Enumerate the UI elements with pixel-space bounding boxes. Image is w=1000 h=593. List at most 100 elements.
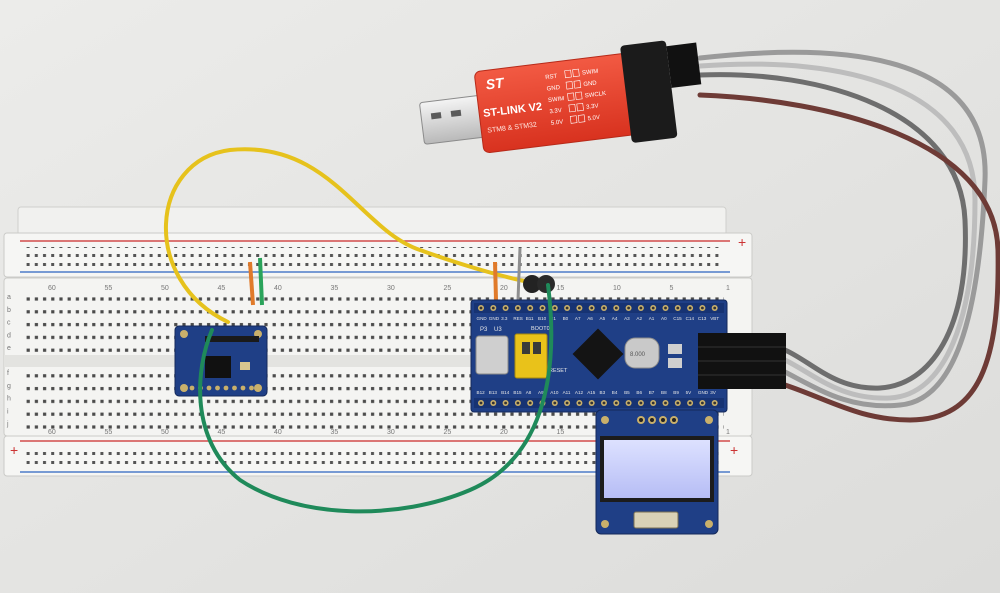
row-letter: e <box>7 345 11 352</box>
st-logo: ST <box>485 74 506 92</box>
mcu-bottom-pin-label: 5V <box>686 390 693 395</box>
column-number: 55 <box>105 285 113 292</box>
column-number: 60 <box>48 285 56 292</box>
row-letter: a <box>7 294 11 301</box>
row-letter: g <box>7 383 11 390</box>
mcu-bottom-pin-label: A10 <box>550 390 559 395</box>
column-number: 40 <box>274 285 282 292</box>
p3-label: P3 <box>480 327 488 333</box>
boot-jumper-block <box>514 333 548 379</box>
mcu-bottom-pin-label: GND <box>698 390 709 395</box>
mcu-bottom-pin-label: B15 <box>513 390 522 395</box>
row-letter: i <box>7 408 9 415</box>
column-number: 40 <box>274 429 282 436</box>
mcu-top-pin-label: GND <box>489 316 500 321</box>
idc-header <box>620 40 678 143</box>
mcu-top-pin-label: A1 <box>649 316 655 321</box>
column-number: 50 <box>161 285 169 292</box>
usb-connector <box>419 95 485 145</box>
stlink-pin-left: RST <box>545 74 558 81</box>
stlink-pin-left: 3.3V <box>549 108 562 115</box>
rail-plus-bottom-right: + <box>730 442 738 458</box>
u3-label: U3 <box>494 327 502 333</box>
mcu-bottom-pin-label: 3V <box>710 390 717 395</box>
stlink-cables <box>697 49 1000 423</box>
rail-plus-top: + <box>738 234 746 250</box>
column-number: 25 <box>444 285 452 292</box>
mcu-top-pin-label: 3.3 <box>501 316 508 321</box>
mcu-bottom-pin-label: A8 <box>526 390 532 395</box>
mcu-bottom-pin-label: B12 <box>477 390 486 395</box>
column-number: 30 <box>387 429 395 436</box>
imu-sensor-module <box>174 325 268 397</box>
wire-yellow <box>164 147 550 324</box>
mcu-bottom-pin-label: B5 <box>624 390 630 395</box>
mcu-top-pin-label: C15 <box>673 316 682 321</box>
crystal <box>624 337 660 369</box>
usb-c-port <box>475 335 509 375</box>
row-letter: d <box>7 332 11 339</box>
mcu-bottom-pin-label: B14 <box>501 390 510 395</box>
column-number: 45 <box>218 285 226 292</box>
mcu-bottom-pin-label: B9 <box>673 390 679 395</box>
mcu-bottom-pin-label: B6 <box>636 390 642 395</box>
column-number: 15 <box>557 285 565 292</box>
column-number: 35 <box>331 429 339 436</box>
mcu-top-pin-label: B1 <box>550 316 556 321</box>
column-number: 25 <box>444 429 452 436</box>
column-number: 20 <box>500 285 508 292</box>
column-number: 45 <box>218 429 226 436</box>
mcu-top-pin-label: A3 <box>624 316 630 321</box>
mcu-bottom-pin-label: B8 <box>661 390 667 395</box>
mcu-bottom-pin-label: A11 <box>563 390 571 395</box>
stlink-pin-left: SWIM <box>548 96 565 104</box>
oled-screen <box>604 440 710 498</box>
column-number: 10 <box>613 285 621 292</box>
mcu-bottom-pin-label: A15 <box>587 390 596 395</box>
mcu-top-pin-label: A7 <box>575 316 581 321</box>
column-number: 60 <box>48 429 56 436</box>
crystal-label: 8.000 <box>630 352 646 358</box>
mcu-top-pin-label: B11 <box>526 316 534 321</box>
mcu-top-pin-label: A5 <box>600 316 606 321</box>
short-jumpers <box>248 247 555 306</box>
mcu-top-pin-label: C14 <box>686 316 695 321</box>
mcu-top-pin-label: A2 <box>636 316 642 321</box>
mcu-bottom-pin-label: B13 <box>489 390 498 395</box>
mcu-top-pin-label: A6 <box>587 316 593 321</box>
stlink-pin-right: SWCLK <box>585 91 607 100</box>
column-number: 1 <box>726 285 730 292</box>
stlink-pin-right: 3.3V <box>586 103 599 110</box>
mcu-top-pin-label: VBT <box>710 316 719 321</box>
row-letter: h <box>7 396 11 403</box>
mcu-bottom-pin-label: A12 <box>575 390 584 395</box>
mcu-bottom-pin-label: B7 <box>649 390 655 395</box>
column-number: 20 <box>500 429 508 436</box>
column-numbers-top: 60 55 50 45 40 35 30 25 20 15 10 5 1 <box>48 285 730 292</box>
column-number: 15 <box>557 429 565 436</box>
dupont-connectors <box>666 42 702 88</box>
column-number: 30 <box>387 285 395 292</box>
column-number: 55 <box>105 429 113 436</box>
mcu-bottom-pin-label: A9 <box>538 390 544 395</box>
oled-display-module <box>595 409 719 535</box>
mcu-top-pin-label: A0 <box>661 316 667 321</box>
stlink-pin-right: 5.0V <box>587 115 600 122</box>
row-letter: c <box>7 320 11 327</box>
column-number: 5 <box>670 285 674 292</box>
column-number: 35 <box>331 285 339 292</box>
stlink-programmer: ST ST-LINK V2 STM8 & STM32 RSTSWIMGNDGND… <box>419 40 702 154</box>
reset-label: RESET <box>549 368 568 374</box>
stlink-pin-left: GND <box>546 85 561 93</box>
mcu-bottom-pin-label: B4 <box>612 390 618 395</box>
mcu-top-pin-label: A4 <box>612 316 618 321</box>
mcu-top-pin-label: B0 <box>563 316 569 321</box>
mcu-top-pin-label: B10 <box>538 316 547 321</box>
mcu-top-pin-label: C13 <box>698 316 707 321</box>
row-letter: j <box>6 421 9 428</box>
